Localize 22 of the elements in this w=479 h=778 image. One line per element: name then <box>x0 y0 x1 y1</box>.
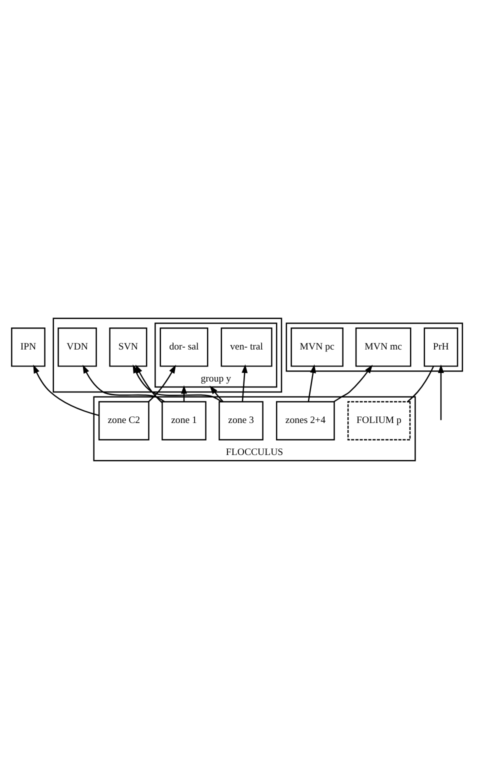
arrow <box>33 364 100 416</box>
arrow <box>308 364 316 402</box>
arrow <box>242 364 248 402</box>
node-box: PrH <box>424 327 458 366</box>
node-box: FOLIUM p <box>347 400 411 440</box>
node-box: zone C2 <box>98 400 150 440</box>
arrow <box>438 364 444 420</box>
node-box: zone 1 <box>162 400 206 440</box>
node-box: zone 3 <box>218 400 264 440</box>
node-box: MVN pc <box>290 327 344 366</box>
node-box: IPN <box>11 327 46 366</box>
cluster <box>286 322 464 372</box>
node-box: ven- tral <box>220 327 272 366</box>
node-box: MVN mc <box>355 327 412 366</box>
arrow <box>334 364 373 402</box>
node-box: zones 2+4 <box>276 400 335 440</box>
arrow <box>210 385 224 402</box>
node-box: SVN <box>109 327 148 366</box>
connector <box>407 366 434 402</box>
arrow <box>148 364 176 402</box>
node-box: dor- sal <box>160 327 208 366</box>
node-box: VDN <box>58 327 97 366</box>
